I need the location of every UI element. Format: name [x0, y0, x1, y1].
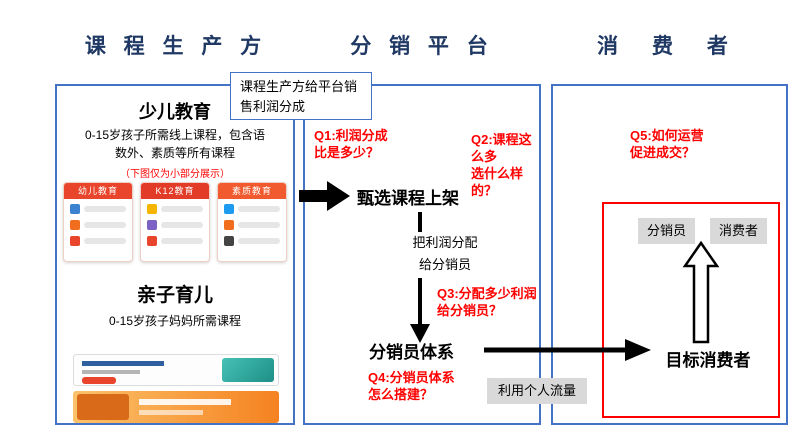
column-title-platform: 分 销 平 台 — [350, 35, 494, 58]
banner-text-placeholder — [82, 370, 140, 374]
app-label-placeholder — [238, 238, 280, 244]
consumer-panel: Q5:如何运营 促进成交？ 分销员 消费者 目标消费者 — [551, 84, 788, 425]
app-label-placeholder — [161, 222, 203, 228]
section-title-parenting: 亲子育儿 — [136, 285, 213, 306]
section-desc-parenting: 0-15岁孩子妈妈所需课程 — [108, 314, 242, 328]
section-desc-children-education: 0-15岁孩子所需线上课程，包含语 数外、素质等所有课程 — [84, 128, 266, 160]
app-row — [224, 204, 280, 214]
app-row — [224, 236, 280, 246]
app-row — [70, 236, 126, 246]
app-label-placeholder — [238, 206, 280, 212]
app-card-k12: K12教育 — [140, 182, 210, 262]
app-label-placeholder — [84, 238, 126, 244]
app-card-title: 素质教育 — [218, 183, 286, 199]
banner-text-placeholder — [139, 410, 203, 415]
question-q4: Q4:分销员体系 怎么搭建？ — [368, 370, 455, 402]
step-course-listing: 甄选课程上架 — [357, 189, 459, 208]
section-title-children-education: 少儿教育 — [139, 102, 211, 122]
distributor-chip: 分销员 — [638, 218, 695, 244]
question-q1: Q1:利润分成 比是多少？ — [314, 128, 388, 160]
app-icon — [147, 220, 157, 230]
personal-traffic-chip: 利用个人流量 — [487, 378, 587, 404]
step-distributor-system: 分销员体系 — [369, 343, 454, 362]
column-title-producer: 课 程 生 产 方 — [84, 35, 268, 58]
app-label-placeholder — [84, 222, 126, 228]
banner-image-placeholder — [222, 358, 274, 382]
app-row — [147, 204, 203, 214]
target-consumer-label: 目标消费者 — [665, 351, 751, 370]
platform-panel: Q1:利润分成 比是多少？ 甄选课程上架 Q2:课程这么多 选什么样的？ 把利润… — [303, 84, 541, 425]
promo-banner-2 — [73, 391, 279, 423]
app-icon — [147, 204, 157, 214]
app-row — [224, 220, 280, 230]
app-row — [70, 204, 126, 214]
section-note-partial-display: （下图仅为小部分展示） — [120, 169, 230, 180]
transfer-label-box: 把利润分配 给分销员 — [405, 232, 485, 278]
app-card-body — [141, 199, 209, 251]
app-card-title: K12教育 — [141, 183, 209, 199]
app-card-quality-education: 素质教育 — [217, 182, 287, 262]
app-label-placeholder — [161, 206, 203, 212]
banner-image-placeholder — [77, 394, 129, 420]
app-row — [147, 236, 203, 246]
app-card-body — [64, 199, 132, 251]
promo-banner-1 — [73, 354, 279, 386]
question-q3: Q3:分配多少利润 给分销员？ — [437, 286, 537, 318]
app-icon — [224, 236, 234, 246]
app-label-placeholder — [84, 206, 126, 212]
app-icon — [70, 220, 80, 230]
app-icon — [70, 204, 80, 214]
app-card-preschool: 幼儿教育 — [63, 182, 133, 262]
banner-text-placeholder — [139, 399, 231, 405]
app-row — [70, 220, 126, 230]
banner-text-placeholder — [82, 361, 164, 366]
app-icon — [147, 236, 157, 246]
app-label-placeholder — [238, 222, 280, 228]
column-title-consumer: 消 费 者 — [597, 35, 742, 58]
app-cards: 幼儿教育 K12教育 素质教育 — [57, 182, 293, 262]
question-q5: Q5:如何运营 促进成交？ — [630, 128, 704, 160]
app-card-body — [218, 199, 286, 251]
consumer-flow-box — [602, 202, 780, 418]
question-q2: Q2:课程这么多 选什么样的？ — [471, 132, 532, 198]
app-icon — [70, 236, 80, 246]
app-label-placeholder — [161, 238, 203, 244]
consumer-chip: 消费者 — [710, 218, 767, 244]
producer-panel: 少儿教育 0-15岁孩子所需线上课程，包含语 数外、素质等所有课程 （下图仅为小… — [55, 84, 295, 425]
app-icon — [224, 204, 234, 214]
note-profit-share: 课程生产方给平台销售利润分成 — [230, 72, 372, 120]
app-card-title: 幼儿教育 — [64, 183, 132, 199]
app-icon — [224, 220, 234, 230]
banner-button-placeholder — [82, 377, 116, 384]
app-row — [147, 220, 203, 230]
